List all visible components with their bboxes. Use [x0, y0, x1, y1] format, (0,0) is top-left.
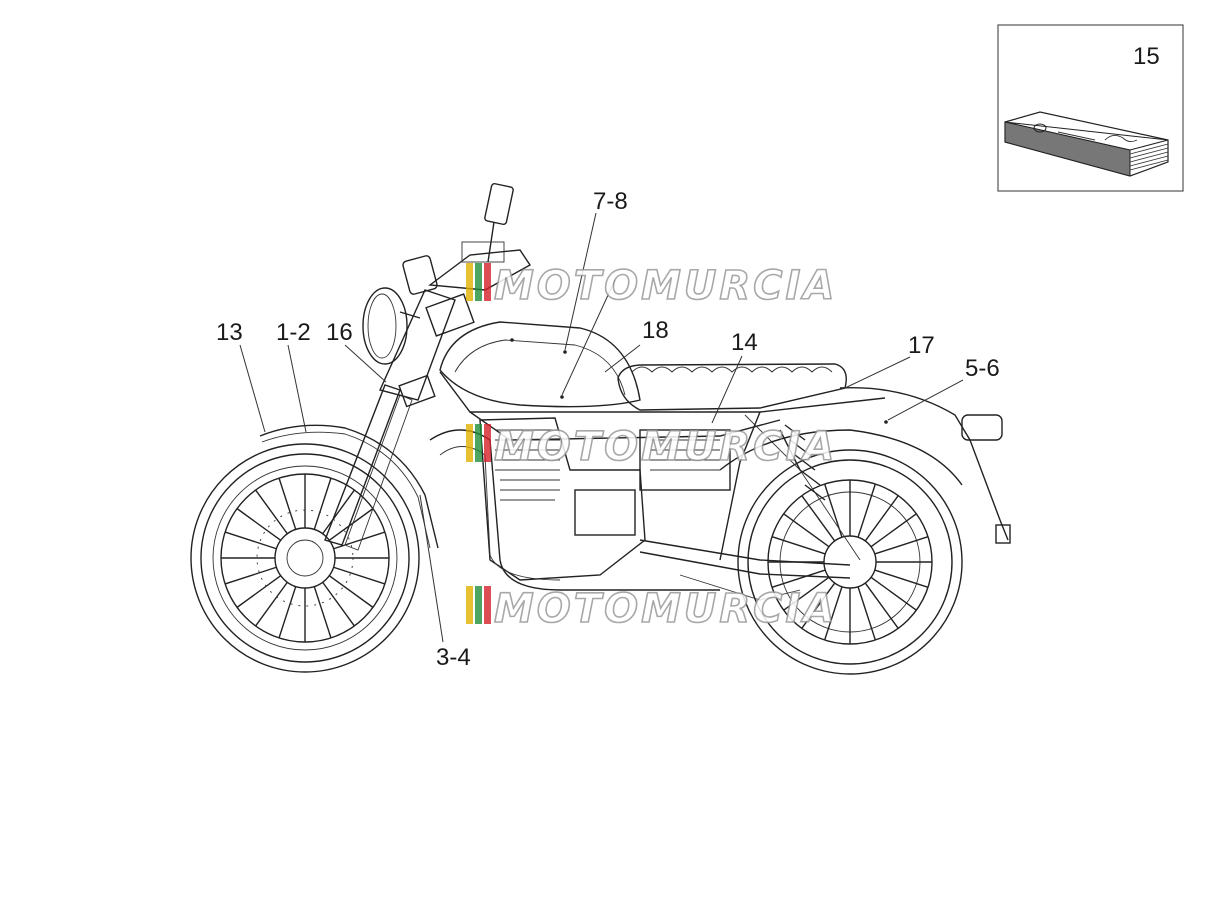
headlight	[362, 287, 421, 365]
callout-labels: 13 1-2 16 7-8 18 14 17 5-6 3-4	[216, 188, 1000, 671]
motorcycle-drawing: 13 1-2 16 7-8 18 14 17 5-6 3-4	[190, 182, 1011, 675]
rear-wheel	[737, 449, 963, 675]
callout-5-6: 5-6	[965, 355, 1000, 382]
rear-shock	[784, 424, 826, 501]
fuel-tank	[439, 321, 641, 408]
inset-manual-box: 15	[997, 24, 1184, 192]
callout-17: 17	[908, 332, 935, 359]
callout-15: 15	[1133, 43, 1160, 70]
callout-7-8: 7-8	[593, 188, 628, 215]
watermark-3: MOTOMURCIA	[466, 585, 837, 633]
front-fork	[324, 289, 475, 551]
callout-13: 13	[216, 319, 243, 346]
watermark-text: MOTOMURCIA	[494, 263, 837, 309]
watermark-text: MOTOMURCIA	[494, 586, 837, 632]
exhaust-driveshaft	[639, 539, 851, 601]
watermark-1: MOTOMURCIA	[466, 262, 837, 310]
callout-16: 16	[326, 319, 353, 346]
owner-manual-icon	[1004, 111, 1169, 177]
front-fender	[259, 424, 439, 549]
engine	[429, 417, 731, 591]
callout-18: 18	[642, 317, 669, 344]
seat	[617, 363, 847, 411]
watermark-text: MOTOMURCIA	[494, 424, 837, 470]
watermark-2: MOTOMURCIA	[466, 423, 837, 471]
callout-1-2: 1-2	[276, 319, 311, 346]
rear-fender	[719, 387, 971, 486]
leader-lines	[239, 212, 964, 643]
callout-14: 14	[731, 329, 758, 356]
front-wheel	[190, 443, 420, 673]
instrument-gauge	[402, 255, 438, 295]
tail-light	[961, 414, 1011, 544]
mirror	[484, 182, 514, 263]
callout-3-4: 3-4	[436, 644, 471, 671]
